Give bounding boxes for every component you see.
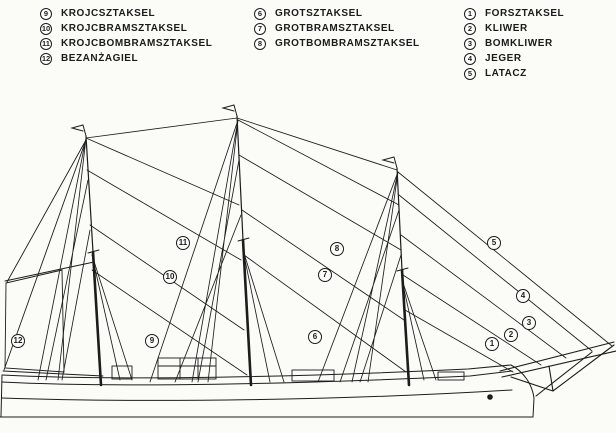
legend-item-label: KROJCBRAMSZTAKSEL <box>61 22 188 35</box>
legend-number-badge: 10 <box>40 23 52 35</box>
sail-marker-3: 3 <box>522 316 536 330</box>
legend-item-label: KLIWER <box>485 22 528 35</box>
legend-item-label: LATACZ <box>485 67 527 80</box>
legend-item: 8 GROTBOMBRAMSZTAKSEL <box>254 38 420 50</box>
sail-marker-11: 11 <box>176 236 190 250</box>
sail-marker-12: 12 <box>11 334 25 348</box>
main-mast <box>221 104 253 387</box>
sail-marker-6: 6 <box>308 330 322 344</box>
legend-item-label: GROTBOMBRAMSZTAKSEL <box>275 37 420 50</box>
legend-number-badge: 5 <box>464 68 476 80</box>
legend-number-badge: 1 <box>464 8 476 20</box>
legend-number-badge: 8 <box>254 38 266 50</box>
legend-item: 4 JEGER <box>464 53 564 65</box>
legend-item: 7 GROTBRAMSZTAKSEL <box>254 23 420 35</box>
legend-number-badge: 9 <box>40 8 52 20</box>
sail-marker-5: 5 <box>487 236 501 250</box>
legend-column-head: 1 FORSZTAKSEL 2 KLIWER 3 BOMKLIWER 4 JEG… <box>464 8 564 80</box>
legend-number-badge: 2 <box>464 23 476 35</box>
legend-item: 3 BOMKLIWER <box>464 38 564 50</box>
sail-marker-1: 1 <box>485 337 499 351</box>
legend-item-label: FORSZTAKSEL <box>485 7 565 20</box>
sail-marker-8: 8 <box>330 242 344 256</box>
legend-item-label: GROTSZTAKSEL <box>275 7 363 20</box>
forestays <box>85 117 613 376</box>
legend-item-label: GROTBRAMSZTAKSEL <box>275 22 395 35</box>
legend-item: 6 GROTSZTAKSEL <box>254 8 420 20</box>
sail-marker-9: 9 <box>145 334 159 348</box>
legend-item-label: KROJCBOMBRAMSZTAKSEL <box>61 37 213 50</box>
legend-item: 5 LATACZ <box>464 68 564 80</box>
legend-number-badge: 6 <box>254 8 266 20</box>
bowsprit <box>499 341 616 397</box>
mizzen-mast <box>70 124 103 387</box>
legend-item: 11 KROJCBOMBRAMSZTAKSEL <box>40 38 212 50</box>
deckhouses <box>111 357 465 382</box>
sail-marker-10: 10 <box>163 270 177 284</box>
backstays-shrouds <box>37 119 437 383</box>
legend-number-badge: 7 <box>254 23 266 35</box>
legend-item-label: KROJCSZTAKSEL <box>61 7 156 20</box>
legend-item-label: JEGER <box>485 52 522 65</box>
fore-mast <box>381 156 411 387</box>
legend-number-badge: 3 <box>464 38 476 50</box>
legend-item: 9 KROJCSZTAKSEL <box>40 8 212 20</box>
spanker-sail <box>2 139 104 377</box>
sail-marker-7: 7 <box>318 268 332 282</box>
legend-column-main: 6 GROTSZTAKSEL 7 GROTBRAMSZTAKSEL 8 GROT… <box>254 8 420 50</box>
sail-marker-4: 4 <box>516 289 530 303</box>
legend-column-mizzen: 9 KROJCSZTAKSEL 10 KROJCBRAMSZTAKSEL 11 … <box>40 8 212 65</box>
anchor <box>487 394 493 400</box>
main-pennant <box>221 104 235 112</box>
legend-number-badge: 12 <box>40 53 52 65</box>
hull <box>0 364 535 418</box>
legend-number-badge: 11 <box>40 38 52 50</box>
mizzen-pennant <box>70 124 84 132</box>
sail-marker-2: 2 <box>504 328 518 342</box>
legend-item-label: BEZANŻAGIEL <box>61 52 139 65</box>
legend-number-badge: 4 <box>464 53 476 65</box>
legend-item: 2 KLIWER <box>464 23 564 35</box>
legend-item: 12 BEZANŻAGIEL <box>40 53 212 65</box>
fore-pennant <box>381 156 395 164</box>
legend-item-label: BOMKLIWER <box>485 37 553 50</box>
legend-item: 1 FORSZTAKSEL <box>464 8 564 20</box>
legend-item: 10 KROJCBRAMSZTAKSEL <box>40 23 212 35</box>
